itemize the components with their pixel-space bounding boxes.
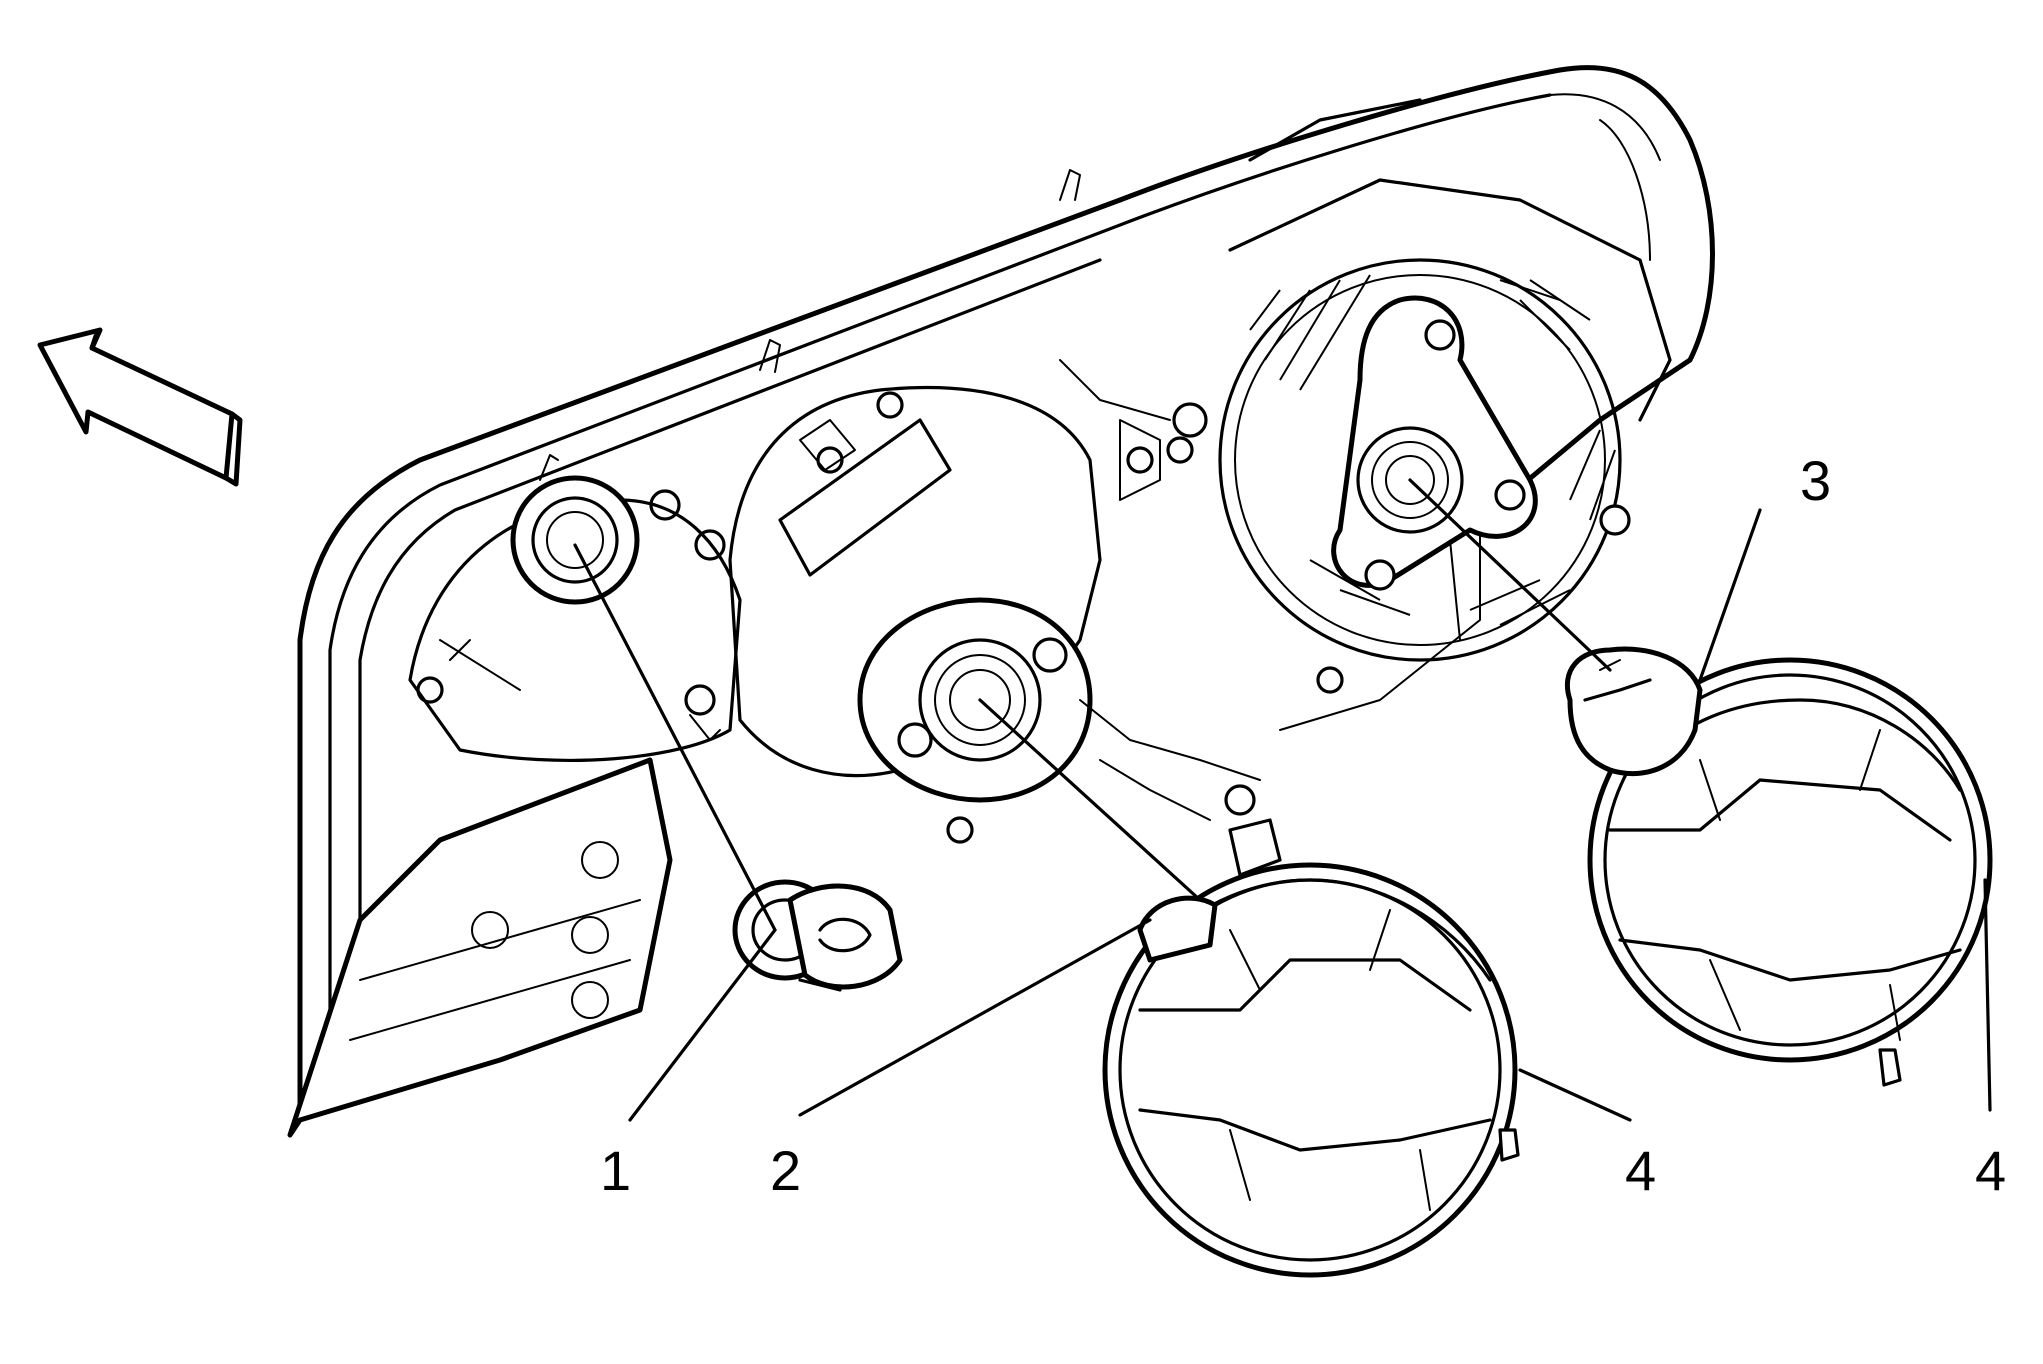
- turn-signal-bulb-housing: [408, 475, 742, 763]
- high-beam-cap: [1587, 657, 1993, 1087]
- turn-signal-bulb-socket: [732, 879, 903, 992]
- low-beam-housing: [684, 386, 1344, 877]
- callout-1: 1: [600, 1139, 631, 1202]
- callout-labels: 1 2 3 4 4: [600, 449, 2006, 1202]
- leader-lines: [573, 478, 1992, 1122]
- callout-4-high-beam-cap: 4: [1975, 1139, 2006, 1202]
- low-beam-cap: [1102, 862, 1520, 1278]
- callout-4-low-beam-cap: 4: [1625, 1139, 1656, 1202]
- forward-arrow-icon: [37, 327, 243, 487]
- callout-3: 3: [1800, 449, 1831, 512]
- reflector-ribs: [1249, 274, 1616, 626]
- callout-2: 2: [770, 1139, 801, 1202]
- high-beam-housing: [1059, 178, 1672, 662]
- high-beam-bulb: [1564, 646, 1703, 777]
- headlamp-housing: [287, 65, 1715, 1138]
